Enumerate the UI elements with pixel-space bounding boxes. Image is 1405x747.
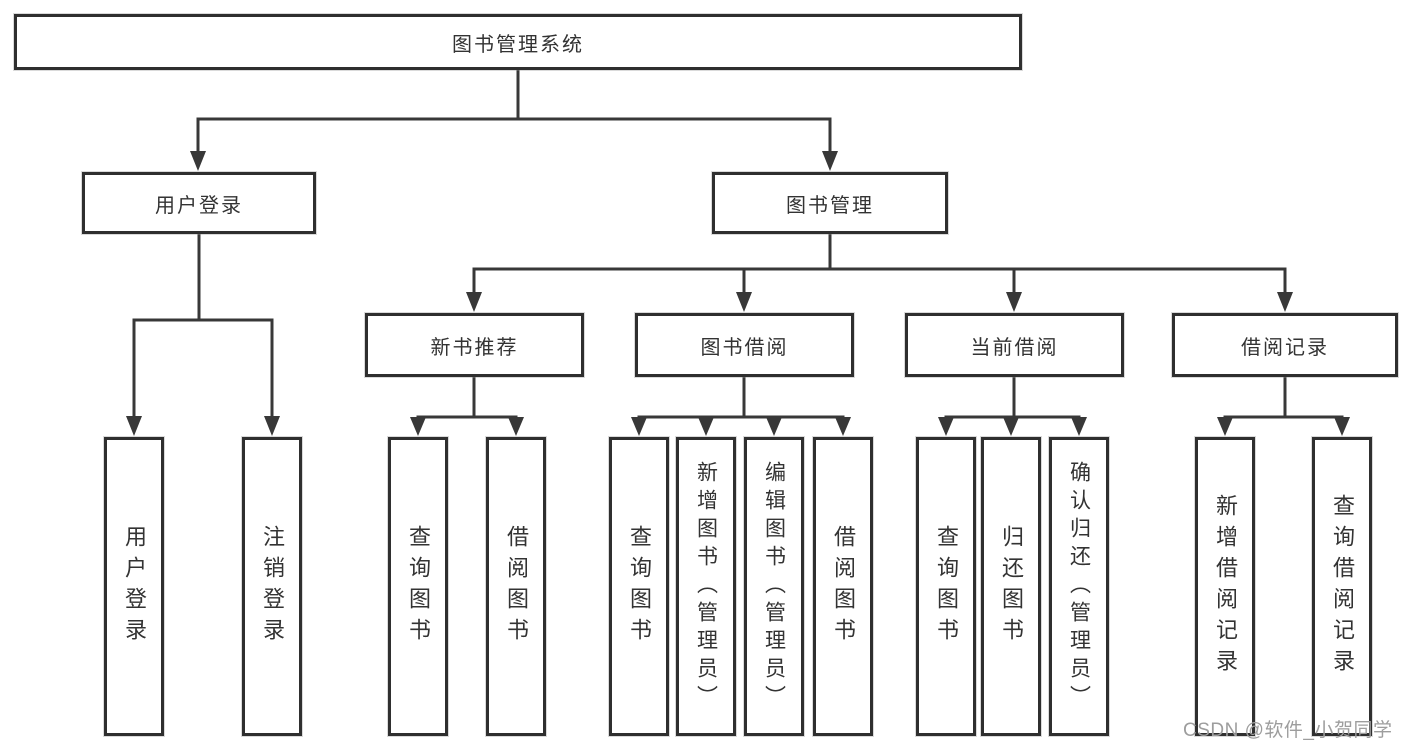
node-label: 查询图书 — [627, 524, 652, 649]
node-label: 图书管理 — [786, 194, 874, 217]
connector-book-borrowing — [631, 375, 851, 436]
node-borrowing-records: 借阅记录 — [1172, 313, 1398, 377]
connector-root — [190, 68, 838, 171]
node-label: 注销登录 — [260, 524, 285, 649]
node-new-book-recommendation: 新书推荐 — [365, 313, 584, 377]
node-label: 借阅图书 — [504, 524, 529, 649]
node-label: 图书管理系统 — [452, 33, 584, 56]
node-label: 查询借阅记录 — [1330, 493, 1355, 680]
node-label: 用户登录 — [122, 524, 147, 649]
connector-current-borrowing — [938, 375, 1087, 436]
leaf-query-books-recommend: 查询图书 — [388, 437, 448, 736]
node-label: 借阅图书 — [831, 524, 856, 649]
node-library-management-system: 图书管理系统 — [14, 14, 1022, 70]
watermark-text: CSDN @软件_小贺同学 — [1183, 720, 1393, 741]
node-label: 新增借阅记录 — [1213, 493, 1238, 680]
leaf-return-books: 归还图书 — [981, 437, 1041, 736]
leaf-borrow-books-recommend: 借阅图书 — [486, 437, 546, 736]
leaf-user-login: 用户登录 — [104, 437, 164, 736]
node-label: 用户登录 — [155, 194, 243, 217]
leaf-add-books-admin: 新增图书（管理员） — [676, 437, 736, 736]
node-label: 新增图书（管理员） — [694, 460, 718, 713]
node-label: 新书推荐 — [430, 336, 519, 359]
node-label: 确认归还（管理员） — [1067, 460, 1091, 713]
leaf-add-borrow-record: 新增借阅记录 — [1195, 437, 1255, 736]
leaf-confirm-return-admin: 确认归还（管理员） — [1049, 437, 1109, 736]
node-label: 编辑图书（管理员） — [762, 460, 786, 713]
node-book-management: 图书管理 — [712, 172, 948, 234]
node-user-login: 用户登录 — [82, 172, 316, 234]
leaf-borrow-books: 借阅图书 — [813, 437, 873, 736]
connector-book-management — [466, 232, 1293, 312]
leaf-logout: 注销登录 — [242, 437, 302, 736]
node-label: 归还图书 — [999, 524, 1024, 649]
leaf-query-books-current: 查询图书 — [916, 437, 976, 736]
connector-borrowing-records — [1217, 375, 1350, 436]
connector-user-login — [126, 232, 280, 436]
node-current-borrowing: 当前借阅 — [905, 313, 1124, 377]
node-label: 图书借阅 — [700, 336, 789, 359]
leaf-edit-books-admin: 编辑图书（管理员） — [744, 437, 804, 736]
leaf-query-books-borrowing: 查询图书 — [609, 437, 669, 736]
node-label: 当前借阅 — [970, 336, 1059, 359]
node-label: 借阅记录 — [1241, 336, 1329, 359]
node-label: 查询图书 — [934, 524, 959, 649]
node-book-borrowing: 图书借阅 — [635, 313, 854, 377]
connector-new-book-recommendation — [410, 375, 524, 436]
leaf-query-borrow-record: 查询借阅记录 — [1312, 437, 1372, 736]
node-label: 查询图书 — [406, 524, 431, 649]
